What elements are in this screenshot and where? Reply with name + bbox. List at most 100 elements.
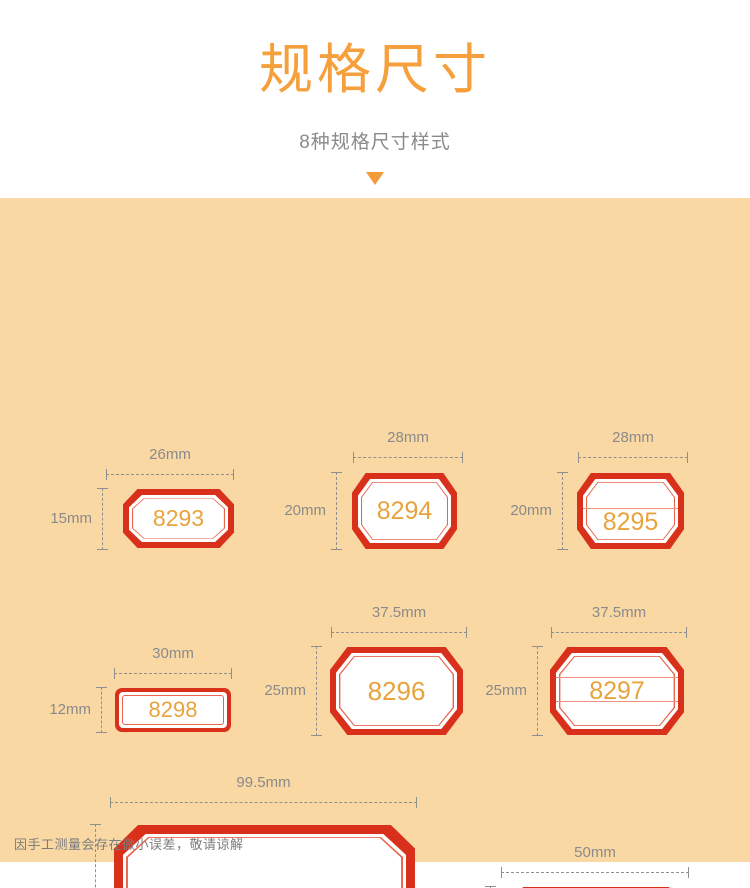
plate-body: 8295 [577, 473, 684, 549]
dimension-cap-bottom [532, 735, 543, 736]
plate-body: 8293 [123, 489, 234, 548]
plate-body: 8294 [352, 473, 457, 549]
label-plate-8296[interactable]: 8296 [330, 647, 463, 735]
dimension-width-label-8292: 50mm [574, 844, 616, 861]
dimension-height-8299: 56mm [89, 824, 101, 888]
dimension-width-8295: 28mm [578, 429, 688, 463]
dimension-height-8295: 20mm [510, 472, 568, 550]
dimension-line [336, 472, 337, 550]
dimension-width-8299: 99.5mm [110, 774, 417, 808]
dimension-cap-bottom [96, 732, 107, 733]
dimension-width-label-8293: 26mm [149, 446, 191, 463]
dimension-line [110, 802, 417, 803]
dimension-cap-right [466, 627, 467, 638]
page-header: 规格尺寸 8种规格尺寸样式 [0, 0, 750, 198]
dimension-line [578, 457, 688, 458]
dimension-line [537, 646, 538, 736]
dimension-cap-right [231, 668, 232, 679]
dimension-width-label-8296: 37.5mm [371, 604, 427, 621]
page-title: 规格尺寸 [259, 40, 491, 100]
plate-model-number: 8294 [376, 496, 433, 525]
dimension-height-8294: 20mm [284, 472, 342, 550]
dimension-width-label-8295: 28mm [612, 429, 654, 446]
label-plate-8299[interactable]: 8299 [114, 825, 415, 888]
dimension-cap-bottom [311, 735, 322, 736]
dimension-line [490, 886, 491, 888]
dimension-width-label-8294: 28mm [387, 429, 429, 446]
label-plate-8298[interactable]: 8298 [115, 688, 231, 732]
dimension-cap-left [106, 469, 107, 480]
plate-model-number: 8295 [602, 507, 659, 536]
dimension-line [95, 824, 96, 888]
dimension-cap-bottom [97, 549, 108, 550]
dimension-cap-left [110, 797, 111, 808]
dimension-cap-top [485, 886, 496, 887]
dimension-cap-top [97, 488, 108, 489]
dimension-cap-left [551, 627, 552, 638]
dimension-height-label-8293: 15mm [50, 510, 92, 527]
dimension-line [331, 632, 467, 633]
dimension-cap-left [353, 452, 354, 463]
dimension-height-8296: 25mm [264, 646, 322, 736]
specs-panel: 26mm 15mm 8293 28mm 20 [0, 198, 750, 888]
dimension-width-8293: 26mm [106, 446, 234, 480]
dimension-height-8293: 15mm [50, 488, 108, 550]
dimension-line [562, 472, 563, 550]
dimension-height-label-8298: 12mm [49, 701, 91, 718]
dimension-cap-left [578, 452, 579, 463]
dimension-line [316, 646, 317, 736]
triangle-down-icon [366, 172, 384, 185]
dimension-cap-right [233, 469, 234, 480]
measurement-disclaimer: 因手工测量会存在微小误差，敬请谅解 [14, 837, 244, 852]
plate-model-number: 8296 [367, 675, 426, 706]
plate-body: 8296 [330, 647, 463, 735]
dimension-cap-top [532, 646, 543, 647]
dimension-cap-left [331, 627, 332, 638]
dimension-cap-right [686, 627, 687, 638]
label-plate-8294[interactable]: 8294 [352, 473, 457, 549]
dimension-cap-top [90, 824, 101, 825]
dimension-width-label-8299: 99.5mm [236, 774, 291, 791]
dimension-cap-top [96, 687, 107, 688]
page-subtitle: 8种规格尺寸样式 [299, 132, 451, 153]
label-plate-8297[interactable]: 8297 [550, 647, 684, 735]
dimension-height-8298: 12mm [49, 687, 107, 733]
dimension-height-label-8295: 20mm [510, 502, 552, 519]
dimension-cap-top [557, 472, 568, 473]
dimension-line [551, 632, 687, 633]
dimension-cap-right [688, 867, 689, 878]
dimension-cap-top [311, 646, 322, 647]
plate-body: 8299 [114, 825, 415, 888]
dimension-height-label-8297: 25mm [485, 682, 527, 699]
dimension-cap-right [687, 452, 688, 463]
dimension-line [353, 457, 463, 458]
plate-model-number: 8297 [589, 677, 645, 705]
dimension-cap-bottom [557, 549, 568, 550]
plate-model-number: 8298 [148, 697, 198, 722]
dimension-width-8296: 37.5mm [331, 604, 467, 638]
dimension-cap-right [416, 797, 417, 808]
dimension-width-label-8298: 30mm [152, 645, 194, 662]
plate-body: 8298 [115, 688, 231, 732]
dimension-width-8297: 37.5mm [551, 604, 687, 638]
dimension-height-8292: 28mm [484, 886, 496, 888]
dimension-width-8298: 30mm [114, 645, 232, 679]
dimension-width-8292: 50mm [501, 844, 689, 878]
dimension-height-8297: 25mm [485, 646, 543, 736]
dimension-line [101, 687, 102, 733]
dimension-cap-bottom [331, 549, 342, 550]
dimension-cap-left [114, 668, 115, 679]
dimension-line [106, 474, 234, 475]
dimension-line [102, 488, 103, 550]
dimension-line [114, 673, 232, 674]
dimension-line [501, 872, 689, 873]
label-plate-8295[interactable]: 8295 [577, 473, 684, 549]
dimension-height-label-8294: 20mm [284, 502, 326, 519]
dimension-width-label-8297: 37.5mm [591, 604, 647, 621]
dimension-cap-top [331, 472, 342, 473]
dimension-height-label-8296: 25mm [264, 682, 306, 699]
dimension-cap-left [501, 867, 502, 878]
label-plate-8293[interactable]: 8293 [123, 489, 234, 548]
plate-model-number: 8293 [152, 505, 205, 531]
